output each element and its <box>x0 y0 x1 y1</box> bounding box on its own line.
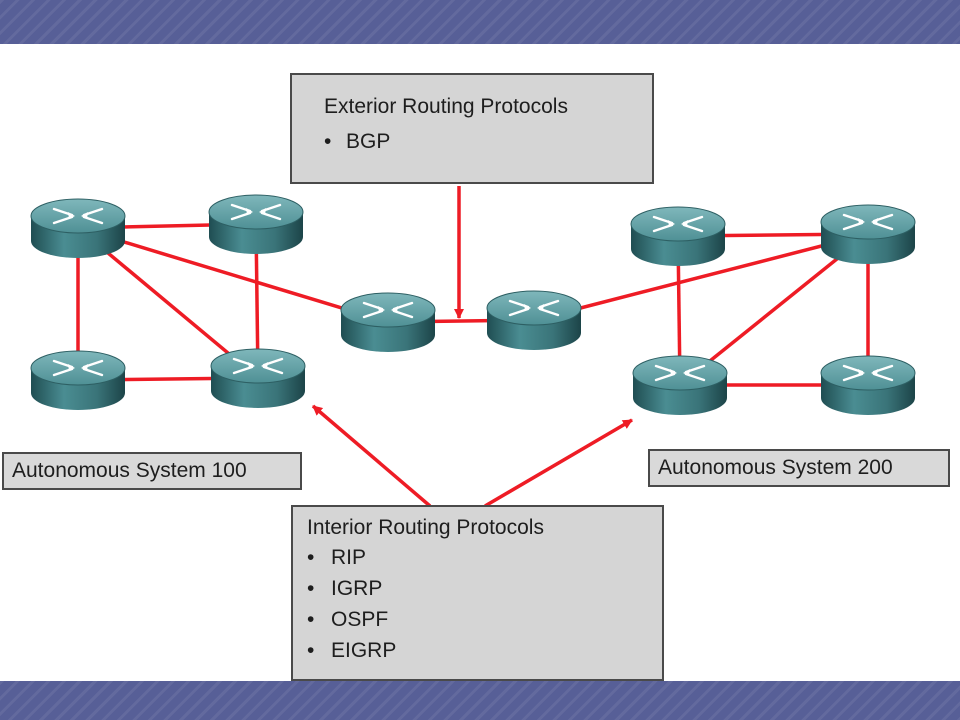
router-icon <box>819 354 917 417</box>
protocol-item: RIP <box>307 542 662 573</box>
autonomous-system-200-label: Autonomous System 200 <box>648 449 950 487</box>
protocol-item: BGP <box>324 126 652 157</box>
exterior-protocols-title: Exterior Routing Protocols <box>324 95 568 118</box>
router-icon <box>631 354 729 417</box>
autonomous-system-100-label: Autonomous System 100 <box>2 452 302 490</box>
slide-top-band <box>0 0 960 44</box>
router-icon <box>207 193 305 256</box>
interior-protocols-title: Interior Routing Protocols <box>307 516 544 539</box>
arrow-icon <box>484 418 633 508</box>
link <box>77 226 389 324</box>
arrow-icon <box>311 404 432 508</box>
router-icon <box>819 203 917 266</box>
router-icon <box>629 205 727 268</box>
exterior-protocols-box: Exterior Routing Protocols BGP <box>290 73 654 184</box>
interior-protocols-box: Interior Routing Protocols RIP IGRP OSPF… <box>291 505 664 681</box>
protocol-item: OSPF <box>307 604 662 635</box>
protocol-item: EIGRP <box>307 635 662 666</box>
protocol-item: IGRP <box>307 573 662 604</box>
slide-bottom-band <box>0 681 960 720</box>
router-icon <box>29 197 127 260</box>
link-lines <box>76 222 870 387</box>
arrow-icon <box>311 186 633 508</box>
router-icon <box>29 349 127 412</box>
router-icon <box>339 291 437 354</box>
interior-protocols-list: RIP IGRP OSPF EIGRP <box>307 542 662 666</box>
router-icon <box>485 289 583 352</box>
link <box>533 232 869 322</box>
router-icon <box>209 347 307 410</box>
exterior-protocols-list: BGP <box>324 126 652 157</box>
